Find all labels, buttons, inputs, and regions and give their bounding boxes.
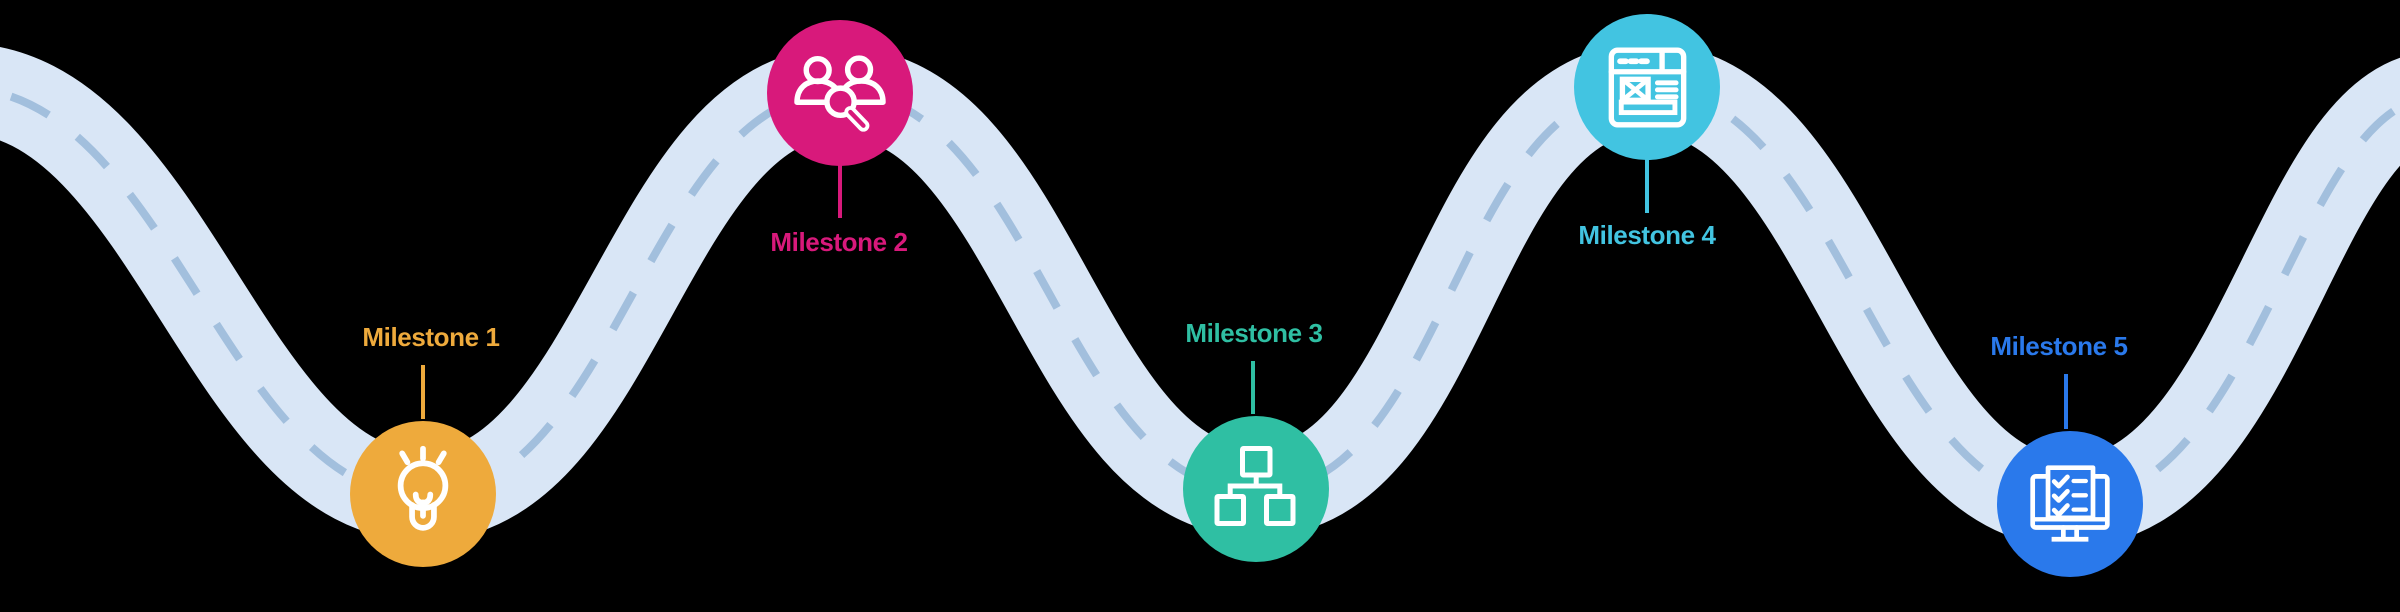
milestone-1-label: Milestone 1 — [362, 322, 500, 352]
milestone-4-connector-line — [1645, 159, 1649, 213]
people-search-icon — [794, 55, 886, 132]
milestone-1-connector-line — [421, 365, 425, 419]
milestone-2-connector-line — [838, 165, 842, 218]
milestone-5-marker — [1997, 431, 2143, 577]
milestone-4-label: Milestone 4 — [1578, 220, 1716, 250]
milestone-3-label: Milestone 3 — [1185, 318, 1323, 348]
milestone-3-marker — [1183, 416, 1329, 562]
milestone-5-connector-line — [2064, 374, 2068, 429]
checklist-monitor-icon — [2030, 465, 2110, 542]
milestone-2-marker — [767, 20, 913, 166]
milestone-4-marker — [1574, 14, 1720, 160]
lightbulb-idea-icon — [397, 445, 449, 531]
newspaper-webpage-icon — [1608, 46, 1686, 128]
milestone-3-connector-line — [1251, 361, 1255, 414]
org-chart-icon — [1214, 446, 1296, 526]
milestone-2-label: Milestone 2 — [770, 227, 908, 257]
milestone-5-label: Milestone 5 — [1990, 331, 2128, 361]
milestone-1-marker — [350, 421, 496, 567]
